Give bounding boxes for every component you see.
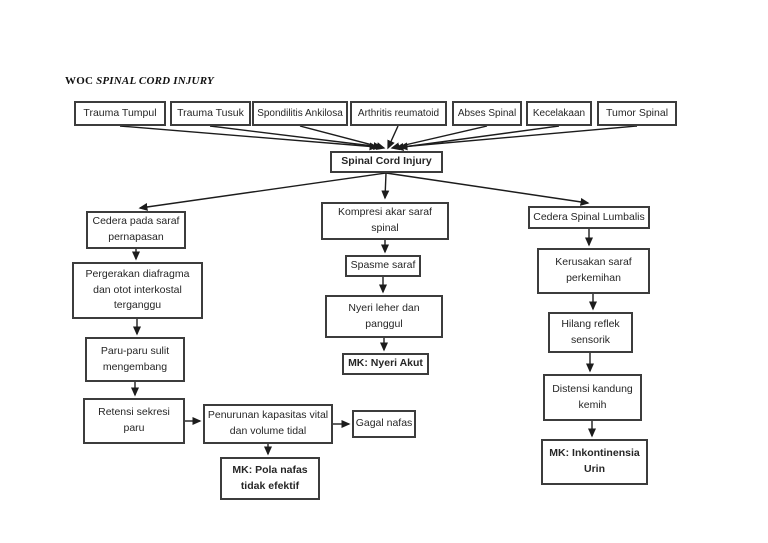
node-distensi-kandung: Distensi kandung kemih — [543, 374, 642, 421]
node-kerusakan-saraf: Kerusakan saraf perkemihan — [537, 248, 650, 294]
node-spondilitis-ankilosa: Spondilitis Ankilosa — [252, 101, 348, 126]
arrow-abses-to-sci — [390, 125, 488, 151]
node-kompresi-akar-saraf: Kompresi akar saraf spinal — [321, 202, 449, 240]
node-penurunan-kapasitas: Penurunan kapasitas vital dan volume tid… — [203, 404, 333, 444]
node-mk-inkontinensia: MK: Inkontinensia Urin — [541, 439, 648, 485]
node-cedera-spinal-lumbalis: Cedera Spinal Lumbalis — [528, 206, 650, 229]
arrow-spondilitis-to-sci — [299, 125, 386, 150]
arrow-arthritis-to-sci — [387, 125, 399, 150]
node-hilang-reflek: Hilang reflek sensorik — [548, 312, 633, 353]
node-kecelakaan: Kecelakaan — [526, 101, 592, 126]
arrow-sci-to-cedera-lumbalis — [385, 172, 590, 206]
node-gagal-nafas: Gagal nafas — [352, 410, 416, 438]
title-emphasis: SPINAL CORD INJURY — [96, 75, 214, 87]
node-cedera-saraf-pernapasan: Cedera pada saraf pernapasan — [86, 211, 186, 249]
node-mk-nyeri-akut: MK: Nyeri Akut — [342, 353, 429, 375]
node-paru-paru-sulit: Paru-paru sulit mengembang — [85, 337, 185, 382]
node-mk-pola-nafas: MK: Pola nafas tidak efektif — [220, 457, 320, 500]
page-title: WOC SPINAL CORD INJURY — [65, 75, 214, 87]
node-trauma-tusuk: Trauma Tusuk — [170, 101, 251, 126]
node-abses-spinal: Abses Spinal — [452, 101, 522, 126]
node-arthritis-reumatoid: Arthritis reumatoid — [350, 101, 447, 126]
arrow-trauma-tusuk-to-sci — [209, 125, 383, 151]
node-trauma-tumpul: Trauma Tumpul — [74, 101, 166, 126]
node-nyeri-leher: Nyeri leher dan panggul — [325, 295, 443, 338]
node-spinal-cord-injury: Spinal Cord Injury — [330, 151, 443, 173]
node-tumor-spinal: Tumor Spinal — [597, 101, 677, 126]
arrow-tumor-to-sci — [398, 125, 638, 151]
node-spasme-saraf: Spasme saraf — [345, 255, 421, 277]
arrow-kecelakaan-to-sci — [394, 125, 560, 151]
node-retensi-sekresi: Retensi sekresi paru — [83, 398, 185, 444]
node-pergerakan-diafragma: Pergerakan diafragma dan otot interkosta… — [72, 262, 203, 319]
title-prefix: WOC — [65, 75, 94, 87]
arrow-sci-to-kompresi — [381, 172, 390, 200]
arrow-trauma-tumpul-to-sci — [119, 125, 379, 151]
